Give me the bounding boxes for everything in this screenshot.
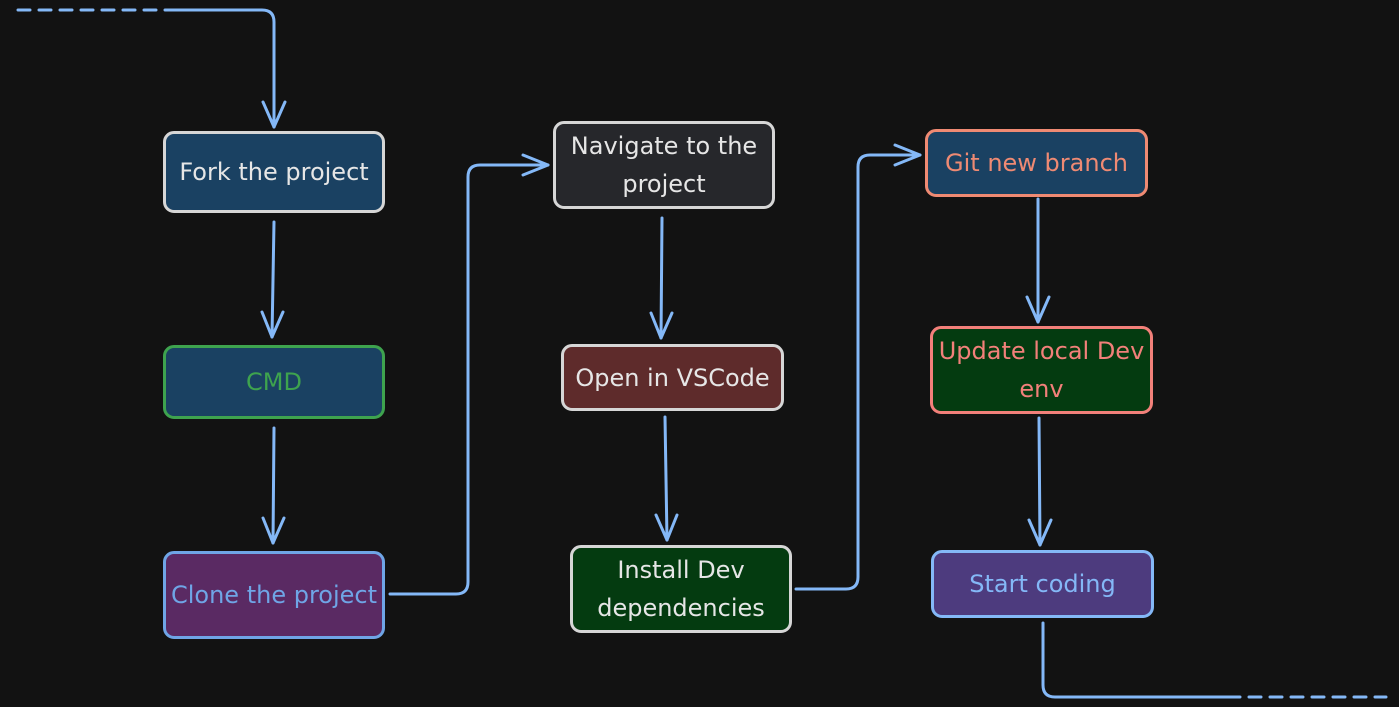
node-label: Open in VSCode bbox=[575, 363, 770, 392]
node-navigate-to-the-project[interactable]: Navigate to the project bbox=[553, 121, 775, 209]
node-git-new-branch[interactable]: Git new branch bbox=[925, 129, 1148, 197]
node-label: CMD bbox=[246, 368, 302, 396]
arrowhead-vscode-to-install bbox=[654, 513, 679, 542]
arrowhead-fork-to-cmd bbox=[260, 310, 285, 339]
node-label: Start coding bbox=[969, 570, 1116, 598]
arrowhead-entry-to-fork bbox=[261, 100, 287, 129]
edge-nav-to-vscode bbox=[659, 216, 664, 340]
arrowhead-nav-to-vscode bbox=[649, 311, 674, 340]
node-label: Git new branch bbox=[945, 149, 1128, 177]
edge-fork-to-cmd bbox=[270, 220, 276, 339]
edge-update-to-start bbox=[1037, 416, 1042, 547]
node-fork-the-project[interactable]: Fork the project bbox=[163, 131, 385, 213]
node-install-dev-dependencies[interactable]: Install Dev dependencies bbox=[570, 545, 792, 633]
edge-entry-to-fork bbox=[168, 8, 276, 129]
node-label: Navigate to the project bbox=[570, 132, 758, 198]
arrowhead-clone-to-nav bbox=[521, 153, 550, 177]
node-open-in-vscode[interactable]: Open in VSCode bbox=[561, 344, 784, 411]
edge-cmd-to-clone bbox=[271, 426, 276, 545]
edge-start-exit bbox=[1041, 621, 1230, 699]
arrowhead-branch-to-update bbox=[1025, 295, 1051, 324]
edge-clone-to-nav bbox=[388, 163, 550, 596]
node-label: Update local Dev env bbox=[938, 337, 1145, 403]
node-clone-the-project[interactable]: Clone the project bbox=[163, 551, 385, 639]
node-start-coding[interactable]: Start coding bbox=[931, 550, 1154, 618]
edge-install-to-branch bbox=[794, 153, 922, 591]
arrowhead-cmd-to-clone bbox=[261, 516, 286, 545]
node-label: Fork the project bbox=[179, 158, 369, 186]
arrowhead-update-to-start bbox=[1027, 518, 1053, 547]
arrowhead-install-to-branch bbox=[893, 143, 922, 167]
edge-vscode-to-install bbox=[663, 415, 669, 542]
node-update-local-dev-env[interactable]: Update local Dev env bbox=[930, 326, 1153, 414]
node-cmd[interactable]: CMD bbox=[163, 345, 385, 419]
node-label: Install Dev dependencies bbox=[597, 556, 765, 622]
node-label: Clone the project bbox=[170, 581, 378, 609]
